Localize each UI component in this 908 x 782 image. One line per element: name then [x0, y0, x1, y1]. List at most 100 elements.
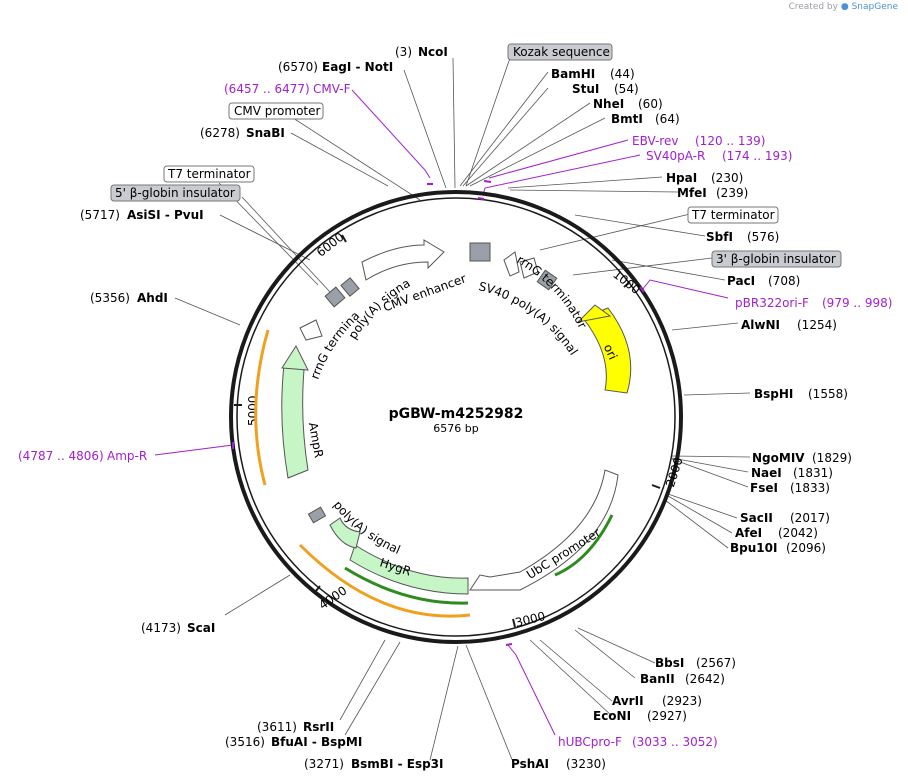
- primer-sv40pa-r[interactable]: SV40pA-R: [646, 149, 705, 163]
- enzyme-sacii[interactable]: SacII: [740, 511, 773, 525]
- enzyme-pos-fsei: (1833): [790, 481, 830, 495]
- primer-pbr322ori-f[interactable]: pBR322ori-F: [735, 296, 809, 310]
- enzyme-paci[interactable]: PacI: [727, 274, 755, 288]
- enzyme-pos-mfei: (239): [716, 186, 748, 200]
- ampr-arrowhead: [281, 344, 309, 371]
- t7-terminator-left-label: T7 terminator: [167, 167, 251, 181]
- tick-2000: 2000: [663, 456, 686, 489]
- globin-3-callout[interactable]: 3' β-globin insulator: [711, 250, 842, 268]
- enzyme-naei[interactable]: NaeI: [751, 466, 782, 480]
- globin3-box[interactable]: [536, 269, 558, 291]
- enzyme-ncoi[interactable]: NcoI: [418, 45, 448, 59]
- enzyme-banii[interactable]: BanII: [640, 672, 675, 686]
- hygr-feature[interactable]: [349, 544, 469, 595]
- enzyme-avrii[interactable]: AvrII: [612, 694, 644, 708]
- enzyme-pos-eagi: (6570): [278, 60, 318, 74]
- tick-6000: 6000: [314, 230, 347, 260]
- primer-range-hubcpro-f: (3033 .. 3052): [632, 735, 718, 749]
- enzyme-pos-naei: (1831): [793, 466, 833, 480]
- polya-box[interactable]: [307, 506, 327, 524]
- cmv-enhancer-feature[interactable]: [361, 239, 445, 281]
- enzyme-fsei[interactable]: FseI: [750, 481, 778, 495]
- enzyme-nhei[interactable]: NheI: [593, 97, 624, 111]
- t7-terminator-left-callout[interactable]: T7 terminator: [163, 165, 255, 183]
- primer-range-cmv-f: (6457 .. 6477): [224, 82, 310, 96]
- enzyme-pos-scai: (4173): [141, 621, 181, 635]
- enzyme-labels: (3) NcoI (6570) EagI - NotI (6278) SnaBI…: [80, 45, 852, 771]
- globin-5-callout[interactable]: 5' β-globin insulator: [110, 184, 241, 202]
- enzyme-bsmbi-esp3i[interactable]: BsmBI - Esp3I: [351, 757, 443, 771]
- enzyme-pos-econi: (2927): [647, 709, 687, 723]
- enzyme-scai[interactable]: ScaI: [187, 621, 215, 635]
- enzyme-econi[interactable]: EcoNI: [593, 709, 631, 723]
- enzyme-bsphi[interactable]: BspHI: [754, 387, 793, 401]
- primer-ebv-rev[interactable]: EBV-rev: [632, 134, 678, 148]
- kozak-callout[interactable]: Kozak sequence: [507, 43, 613, 61]
- credit-prefix: Created by: [788, 2, 838, 12]
- enzyme-pos-afei: (2042): [778, 526, 818, 540]
- enzyme-pos-bsphi: (1558): [808, 387, 848, 401]
- enzyme-pos-banii: (2642): [685, 672, 725, 686]
- primer-amp-r[interactable]: Amp-R: [107, 449, 147, 463]
- enzyme-rsrii[interactable]: RsrII: [303, 720, 334, 734]
- enzyme-pos-sacii: (2017): [790, 511, 830, 525]
- enzyme-pos-sbfi: (576): [747, 230, 779, 244]
- backbone-inner: [236, 197, 676, 637]
- enzyme-alwni[interactable]: AlwNI: [741, 318, 780, 332]
- enzyme-pos-asisi: (5717): [80, 208, 120, 222]
- globin5-box-a[interactable]: [324, 286, 346, 308]
- primer-cmv-f[interactable]: CMV-F: [313, 82, 351, 96]
- enzyme-snabi[interactable]: SnaBI: [246, 126, 285, 140]
- enzyme-pos-ncoi: (3): [395, 45, 412, 59]
- enzyme-ahdi[interactable]: AhdI: [137, 291, 168, 305]
- enzyme-pos-bamhi: (44): [610, 67, 635, 81]
- primer-hubcpro-f[interactable]: hUBCpro-F: [558, 735, 622, 749]
- enzyme-asisi-pvui[interactable]: AsiSI - PvuI: [127, 208, 204, 222]
- snapgene-icon: ●: [840, 2, 849, 12]
- enzyme-bpu10i[interactable]: Bpu10I: [730, 541, 777, 555]
- primer-marks: [232, 180, 645, 646]
- rrng-left-arrow[interactable]: [299, 319, 323, 341]
- credit-text: Created by ● SnapGene: [788, 2, 898, 12]
- credit-brand: SnapGene: [851, 2, 898, 12]
- enzyme-ngomiv[interactable]: NgoMIV: [752, 451, 805, 465]
- enzyme-sbfi[interactable]: SbfI: [706, 230, 733, 244]
- enzyme-pos-alwni: (1254): [797, 318, 837, 332]
- enzyme-stui[interactable]: StuI: [572, 82, 599, 96]
- enzyme-pshai[interactable]: PshAI: [511, 757, 549, 771]
- ampr-feature[interactable]: [281, 364, 309, 479]
- enzyme-bbsi[interactable]: BbsI: [655, 656, 684, 670]
- enzyme-mfei[interactable]: MfeI: [677, 186, 707, 200]
- enzyme-pos-bfuai: (3516): [225, 735, 265, 749]
- t7-terminator-right-callout[interactable]: T7 terminator: [687, 206, 779, 224]
- enzyme-bamhi[interactable]: BamHI: [551, 67, 595, 81]
- ampr-label: AmpR: [306, 421, 326, 459]
- enzyme-pos-hpai: (230): [711, 171, 743, 185]
- cmv-promoter-callout[interactable]: CMV promoter: [228, 102, 324, 120]
- enzyme-pos-pshai: (3230): [566, 757, 606, 771]
- enzyme-pos-rsrii: (3611): [257, 720, 297, 734]
- kozak-box[interactable]: [469, 242, 491, 262]
- enzyme-bfuai-bspmi[interactable]: BfuAI - BspMI: [271, 735, 362, 749]
- enzyme-hpai[interactable]: HpaI: [666, 171, 697, 185]
- ori-arrowhead: [576, 304, 612, 323]
- ori-feature[interactable]: [582, 307, 632, 394]
- enzyme-pos-bbsi: (2567): [696, 656, 736, 670]
- globin-3-label: 3' β-globin insulator: [716, 252, 836, 266]
- enzyme-pos-ngomiv: (1829): [812, 451, 852, 465]
- rrng-right-arrow-2[interactable]: [519, 257, 539, 279]
- primer-range-sv40pa-r: (174 .. 193): [722, 149, 792, 163]
- enzyme-afei[interactable]: AfeI: [735, 526, 762, 540]
- enzyme-bmti[interactable]: BmtI: [611, 112, 643, 126]
- globin-5-label: 5' β-globin insulator: [115, 186, 235, 200]
- enzyme-pos-snabi: (6278): [200, 126, 240, 140]
- rrng-right-arrow-1[interactable]: [503, 251, 520, 277]
- enzyme-eagi-noti[interactable]: EagI - NotI: [322, 60, 393, 74]
- globin5-box-b[interactable]: [340, 277, 360, 297]
- ubc-promoter-feature[interactable]: [469, 469, 619, 591]
- enzyme-pos-bpu10i: (2096): [786, 541, 826, 555]
- enzyme-pos-paci: (708): [768, 274, 800, 288]
- tick-4000: 4000: [316, 583, 349, 612]
- t7-terminator-right-label: T7 terminator: [691, 208, 775, 222]
